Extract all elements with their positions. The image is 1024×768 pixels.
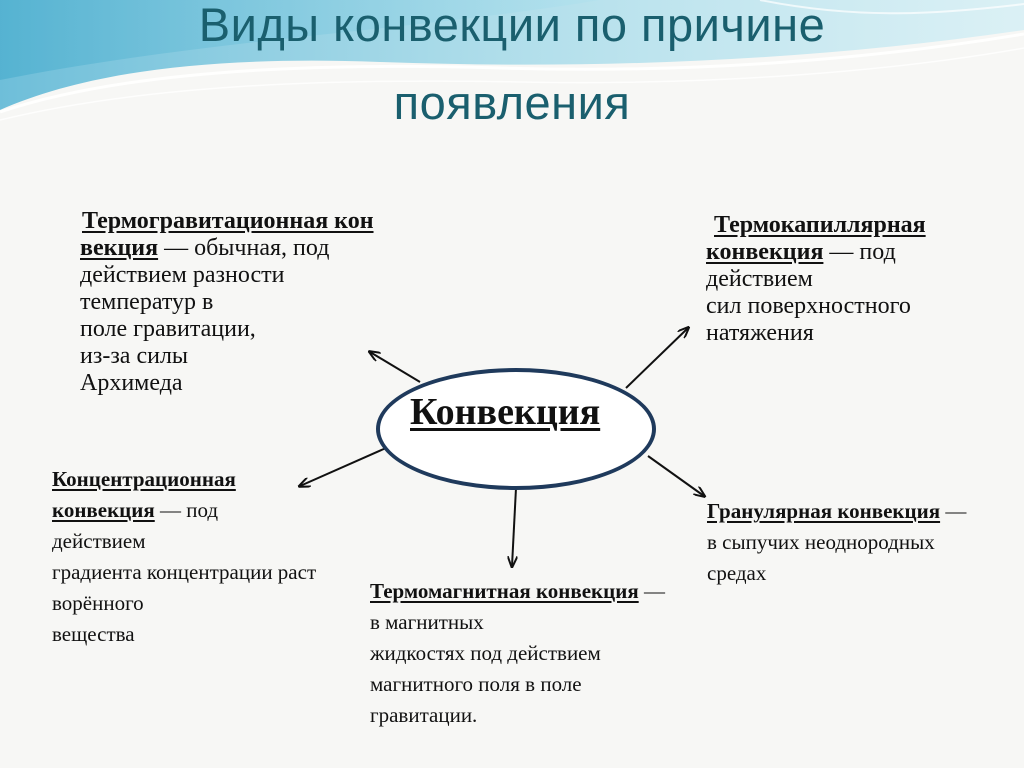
desc-line: — под — [160, 498, 219, 522]
desc-line: — обычная, под — [164, 235, 330, 261]
arrow-to-thermomagnetic — [512, 487, 516, 566]
desc-line: действием — [706, 266, 813, 292]
center-node-label: Конвекция — [410, 391, 601, 433]
arrow-to-concentration — [300, 447, 387, 486]
desc-line: средах — [707, 561, 767, 585]
page-title: Виды конвекции по причине появления — [0, 0, 1024, 142]
desc-line: в магнитных — [370, 610, 484, 634]
arrow-to-thermocapillary — [625, 328, 688, 389]
desc-line: — — [643, 579, 665, 603]
desc-line: жидкостях под действием — [370, 641, 601, 665]
node-concentration: Концентрационная конвекция — под действи… — [52, 464, 322, 650]
title-line-2: появления — [393, 76, 631, 129]
desc-line: магнитного поля в поле — [370, 672, 582, 696]
title-line-1: Виды конвекции по причине — [198, 0, 826, 51]
term-granular: Гранулярная конвекция — [707, 499, 941, 523]
term-thermogravitational: Термогравитационная конвекция — [80, 208, 374, 261]
desc-line: поле гравитации, — [80, 316, 256, 342]
term-concentration: Концентрационная конвекция — [52, 467, 236, 522]
term-thermomagnetic: Термомагнитная конвекция — [370, 579, 639, 603]
desc-line: действием разности — [80, 262, 285, 288]
header-wave-decoration — [0, 0, 1024, 121]
desc-line: градиента концентрации растворённого — [52, 560, 317, 615]
center-ellipse — [376, 368, 656, 490]
node-thermogravitational: Термогравитационная конвекция — обычная,… — [80, 208, 380, 397]
node-thermocapillary: Термокапиллярная конвекция — под действи… — [706, 212, 996, 347]
desc-line: температур в — [80, 289, 214, 315]
node-granular: Гранулярная конвекция — в сыпучих неодно… — [707, 496, 1012, 589]
desc-line: вещества — [52, 622, 135, 646]
desc-line: сил поверхностного — [706, 293, 911, 319]
desc-line: из-за силы — [80, 343, 189, 369]
desc-line: действием — [52, 529, 146, 553]
desc-line: Архимеда — [80, 370, 183, 396]
desc-line: в сыпучих неоднородных — [707, 530, 935, 554]
desc-line: натяжения — [706, 320, 814, 346]
desc-line: гравитации. — [370, 703, 478, 727]
desc-line: — под — [829, 239, 896, 265]
node-thermomagnetic: Термомагнитная конвекция — в магнитных ж… — [370, 576, 680, 731]
arrow-to-granular — [647, 455, 704, 496]
desc-line: — — [945, 499, 967, 523]
term-thermocapillary: Термокапиллярная конвекция — [706, 212, 926, 265]
arrow-to-thermogravitational — [370, 352, 421, 383]
